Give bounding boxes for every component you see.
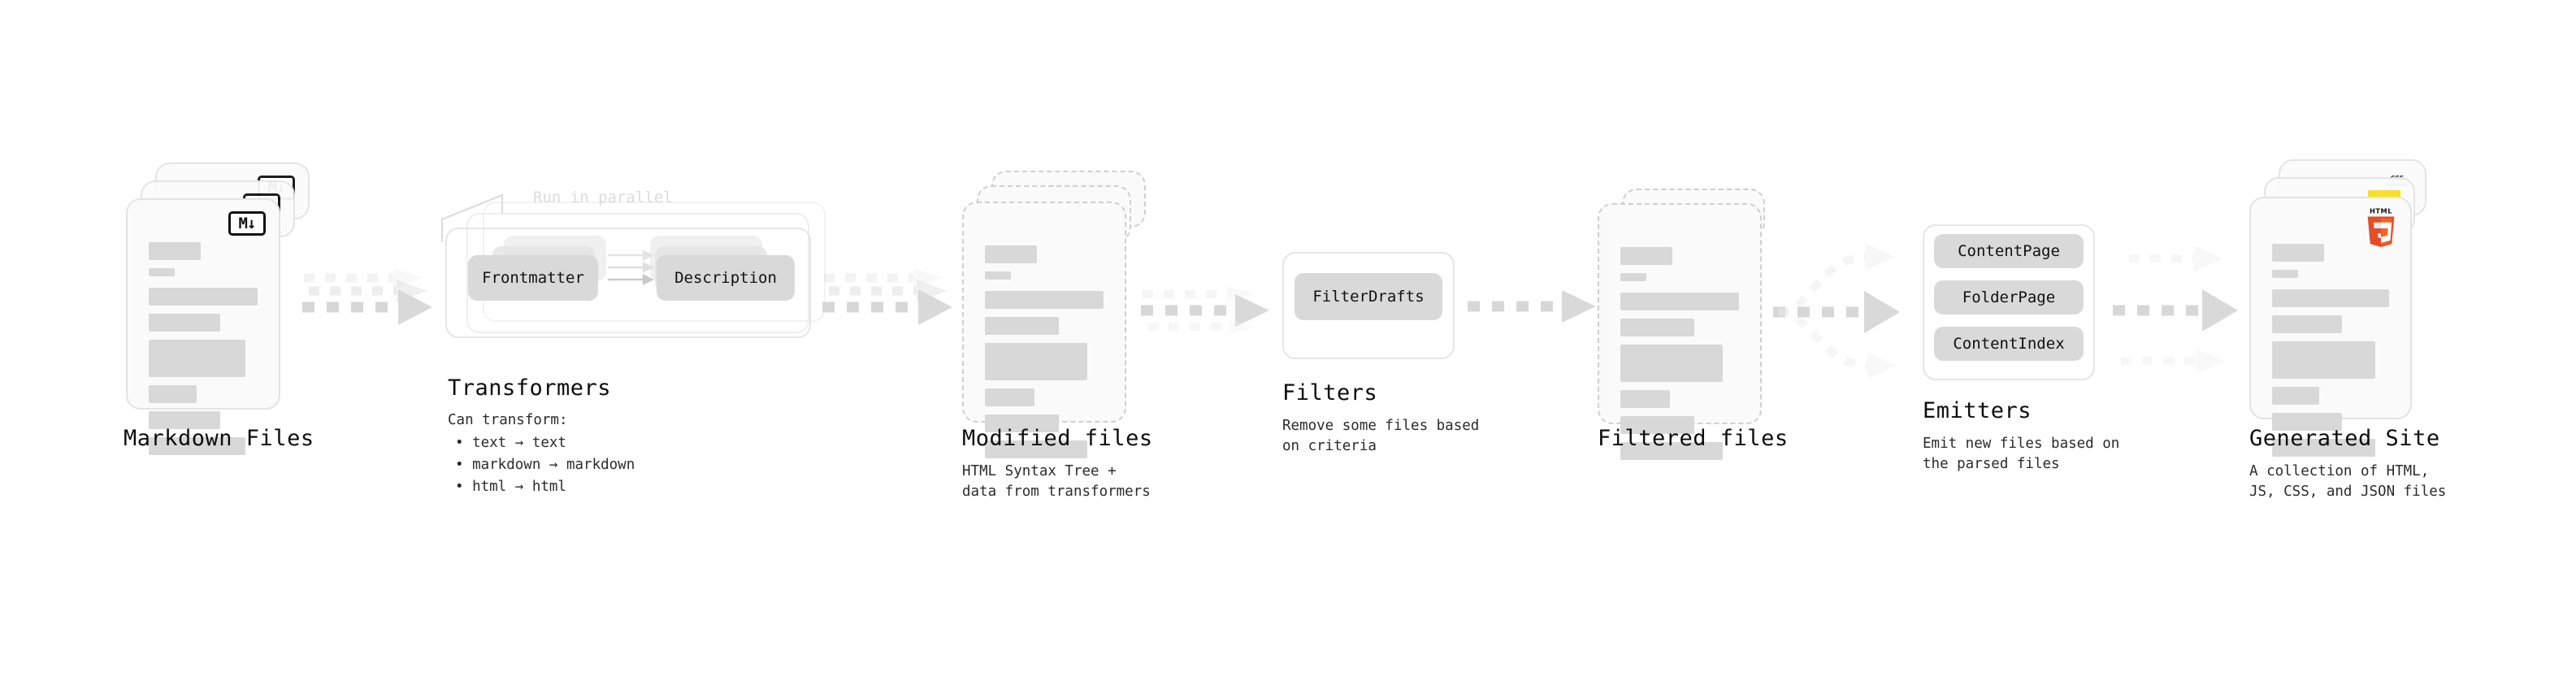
arrow-transformers-to-modified — [822, 268, 952, 341]
transformers-bullet-1: • markdown → markdown — [455, 457, 635, 473]
modified-card-front — [962, 202, 1126, 458]
emitters-subtitle: Emit new files based on the parsed files — [1923, 436, 2120, 472]
transformers-bullet-2: • html → html — [455, 479, 566, 495]
generated-site-subtitle: A collection of HTML, JS, CSS, and JSON … — [2249, 463, 2447, 500]
arrow-emitters-to-site — [2113, 237, 2256, 384]
placeholder-lines — [149, 242, 258, 463]
filter-chip-filterdrafts[interactable]: FilterDrafts — [1295, 273, 1442, 320]
markdown-files-title: Markdown Files — [124, 426, 314, 451]
modified-files-subtitle: HTML Syntax Tree + data from transformer… — [962, 463, 1151, 500]
filtered-files-title: Filtered files — [1598, 426, 1789, 451]
generated-site-title: Generated Site — [2249, 426, 2440, 451]
arrow-modified-to-filters — [1141, 286, 1269, 343]
filters-title: Filters — [1282, 380, 1378, 406]
transformer-inner-arrows — [608, 249, 654, 286]
transformers-title: Transformers — [448, 375, 612, 401]
site-card-front-html: HTML — [2249, 197, 2412, 457]
arrow-filtered-to-emitters — [1773, 234, 1924, 388]
transformers-frame-back-1 — [466, 213, 809, 333]
placeholder-lines — [985, 245, 1104, 466]
placeholder-lines — [1620, 247, 1739, 468]
run-in-parallel-bracket — [440, 193, 504, 242]
markdown-card-front: M↓ — [126, 198, 280, 455]
filters-subtitle: Remove some files based on criteria — [1282, 418, 1480, 454]
run-in-parallel-note: Run in parallel — [533, 189, 673, 206]
html5-icon: HTML — [2367, 207, 2395, 247]
arrow-filters-to-filtered — [1468, 286, 1596, 327]
transformer-chip-frontmatter[interactable]: Frontmatter — [468, 255, 598, 301]
transformer-chip-description[interactable]: Description — [657, 255, 795, 301]
markdown-icon: M↓ — [228, 211, 266, 236]
placeholder-lines — [2272, 244, 2389, 465]
emitter-chip-folderpage[interactable]: FolderPage — [1934, 280, 2084, 314]
emitter-chip-contentpage[interactable]: ContentPage — [1934, 234, 2084, 268]
transformers-frame-front — [445, 228, 811, 338]
transformers-bullet-0: • text → text — [455, 435, 566, 451]
emitter-chip-contentindex[interactable]: ContentIndex — [1934, 327, 2084, 361]
transformers-subtitle: Can transform: — [448, 412, 568, 428]
emitters-title: Emitters — [1923, 398, 2032, 423]
html5-icon-label: HTML — [2370, 207, 2392, 215]
arrow-markdown-to-transformers — [302, 268, 432, 341]
modified-files-title: Modified files — [962, 426, 1153, 451]
filtered-card-front — [1598, 203, 1762, 460]
